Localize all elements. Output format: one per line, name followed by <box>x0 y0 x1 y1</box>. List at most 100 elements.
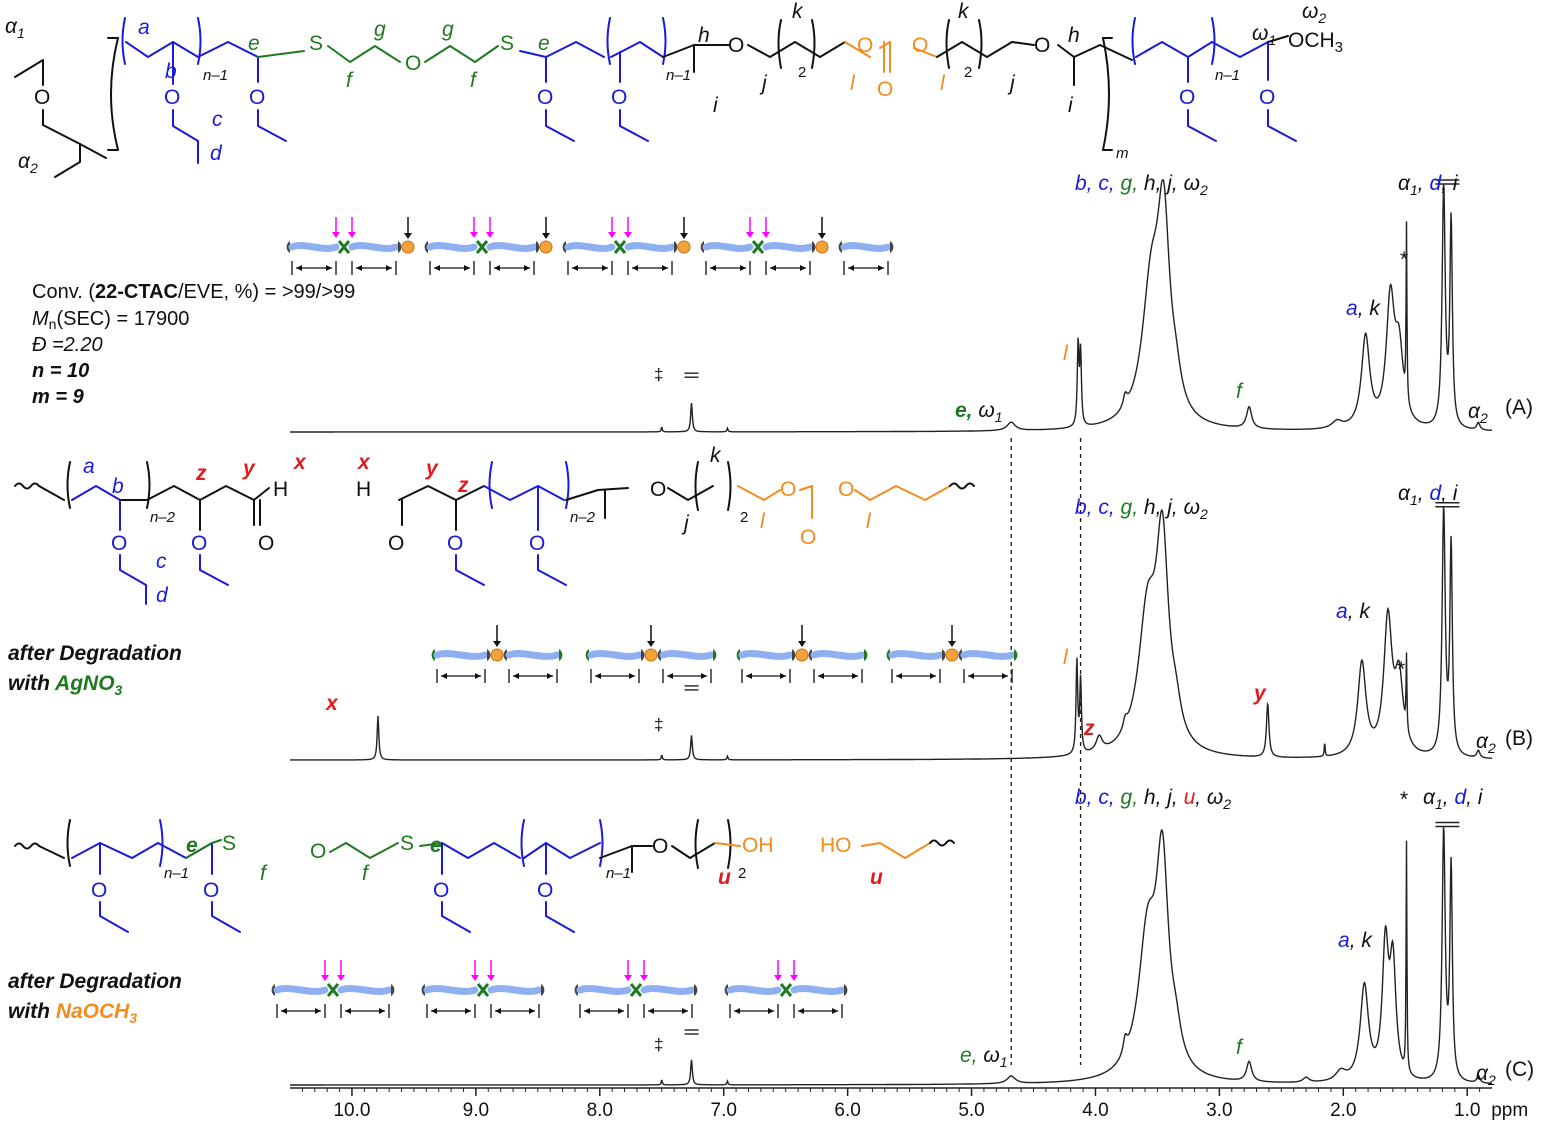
sub-n1: n–1 <box>203 67 228 84</box>
atom-s: S <box>309 32 323 55</box>
end-cap <box>808 649 812 661</box>
end-cap <box>286 241 290 253</box>
label-c: c <box>212 108 223 131</box>
end-cap <box>271 984 275 996</box>
label-e: e <box>248 32 260 55</box>
peak-labels-c: b, c, g, h, j, u, ω2 α1, d, i a, k f e, … <box>654 786 1534 1088</box>
chain-unit <box>840 242 892 275</box>
label-h: h <box>1068 24 1080 47</box>
dagger-label: ‡ <box>654 715 663 734</box>
end-cap <box>559 649 563 661</box>
atom-o: O <box>780 478 796 501</box>
chain-unit <box>562 241 566 253</box>
degradation-label-b: after Degradation with AgNO3 <box>8 642 182 698</box>
polymer-segment <box>726 985 782 995</box>
thioacetal-junction <box>476 983 490 997</box>
conversion-text: Conv. (22-CTAC/EVE, %) = >99/>99 <box>32 281 355 303</box>
atom-o: O <box>405 52 421 75</box>
end-cap <box>886 649 890 661</box>
atom-oh: OH <box>742 834 774 857</box>
chain-unit <box>677 217 691 254</box>
svg-text:with AgNO3: with AgNO3 <box>8 672 123 698</box>
polymer-segment <box>433 650 489 660</box>
polymer-segment <box>337 985 393 995</box>
chain-unit <box>890 241 894 253</box>
atom-s: S <box>222 832 236 855</box>
polymer-segment <box>423 985 479 995</box>
end-cap <box>421 984 425 996</box>
end-cap <box>864 649 868 661</box>
atom-o: O <box>537 879 553 902</box>
label-l: l <box>866 510 872 533</box>
atom-o: O <box>611 86 627 109</box>
chain-unit <box>321 960 345 997</box>
spectrum-trace <box>290 179 1492 433</box>
methyl-peak-label: α1, d, i <box>1398 482 1459 508</box>
sub-2: 2 <box>798 64 806 81</box>
x-peak-label: x <box>325 692 339 715</box>
chain-unit <box>792 649 796 661</box>
chain-unit <box>702 242 754 275</box>
label-j: j <box>1007 72 1016 95</box>
chain-unit <box>640 985 696 1018</box>
tick-label: 3.0 <box>1206 1100 1232 1121</box>
ak-peak-label: a, k <box>1346 297 1381 320</box>
chain-unit <box>564 242 616 275</box>
sub-2: 2 <box>964 64 972 81</box>
atom-o: O <box>877 78 893 101</box>
chain-unit <box>624 242 676 275</box>
chain-unit <box>424 241 428 253</box>
label-alpha1: α1 <box>5 15 25 41</box>
end-cap <box>657 649 661 661</box>
atom-o: O <box>728 34 744 57</box>
end-cap <box>942 649 946 661</box>
degradation-label-c: after Degradation with NaOCH3 <box>8 970 182 1026</box>
chain-unit <box>487 985 543 1018</box>
f-peak-label: f <box>1236 380 1244 403</box>
polymer-segment <box>426 242 478 252</box>
chain-unit <box>838 241 842 253</box>
spectra-layer <box>290 179 1493 1086</box>
end-cap <box>541 984 545 996</box>
chain-unit <box>348 242 400 275</box>
chain-unit <box>942 649 946 661</box>
polymer-segment <box>790 985 846 995</box>
sub-n2: n–2 <box>150 509 176 526</box>
chain-unit <box>700 241 704 253</box>
sub-n1: n–1 <box>1215 67 1240 84</box>
thioacetal-junction <box>475 240 489 254</box>
sub-n1: n–1 <box>606 865 631 882</box>
star-label: * <box>1400 788 1408 811</box>
tick-label: 5.0 <box>958 1100 984 1121</box>
chain-unit <box>587 650 643 683</box>
label-x: x <box>293 451 307 474</box>
chain-unit <box>391 984 395 996</box>
sub-2: 2 <box>738 865 746 882</box>
tick-label: 4.0 <box>1082 1100 1108 1121</box>
atom-o: O <box>447 532 463 555</box>
peak-labels-b: b, c, g, h, j, ω2 α1, d, i a, k l x y z … <box>325 482 1533 756</box>
atom-o: O <box>191 532 207 555</box>
label-e: e <box>430 834 442 857</box>
chain-unit <box>815 217 829 254</box>
atom-o: O <box>34 86 50 109</box>
atom-o: O <box>203 879 219 902</box>
atom-o: O <box>1179 86 1195 109</box>
atom-o: O <box>650 478 666 501</box>
chain-unit <box>541 984 545 996</box>
spectrum-c <box>290 821 1493 1086</box>
svg-text:after Degradation: after Degradation <box>8 642 182 665</box>
chain-unit <box>641 649 645 661</box>
label-g: g <box>442 18 454 41</box>
star-label: * <box>1397 658 1405 681</box>
dagger-label: ‡ <box>654 365 663 384</box>
label-l: l <box>850 72 856 95</box>
label-b: b <box>165 60 177 83</box>
atom-o: O <box>111 532 127 555</box>
polymer-segment <box>659 650 715 660</box>
polymer-segment <box>960 650 1016 660</box>
end-cap <box>713 649 717 661</box>
main-peak-label: b, c, g, h, j, u, ω2 <box>1075 786 1231 812</box>
atom-o: O <box>310 840 326 863</box>
